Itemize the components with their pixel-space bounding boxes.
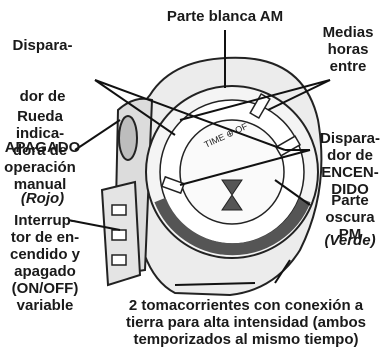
leader-lines	[67, 30, 331, 286]
tripper	[160, 175, 186, 195]
label-dark-pm: Parte oscura PM	[325, 192, 375, 243]
label-off-tripper-color: (Rojo)	[20, 190, 65, 207]
label-manual-wheel: Rueda indica- dora de operación manual	[4, 108, 76, 193]
label-on-tripper-lines: Dispara- dor de ENCEN- DIDO	[319, 130, 381, 198]
label-off-tripper-line3: APAGADO	[4, 139, 81, 156]
label-switch: Interrup- tor de en- cendido y apagado (…	[9, 212, 80, 314]
label-on-tripper-color: (Verde)	[324, 232, 376, 249]
label-off-tripper-line2: dor de	[19, 88, 66, 105]
label-off-tripper-line1: Dispara-	[12, 37, 73, 54]
label-off-tripper: Dispara- dor de APAGADO (Rojo)	[0, 3, 85, 224]
outlet-slot	[111, 204, 127, 216]
outlet-slot	[111, 229, 127, 241]
label-outlets: 2 tomacorrientes con conexión a tierra p…	[125, 297, 367, 348]
outlet-slot	[111, 254, 127, 266]
label-on-tripper: Dispara- dor de ENCEN- DIDO (Verde)	[312, 96, 388, 266]
label-half-hours: Medias horas entre	[322, 24, 374, 75]
manual-wheel	[118, 115, 138, 161]
dial-pm-arc	[154, 197, 311, 256]
hourglass-mark	[221, 179, 243, 211]
label-white-am: Parte blanca AM	[166, 8, 284, 25]
